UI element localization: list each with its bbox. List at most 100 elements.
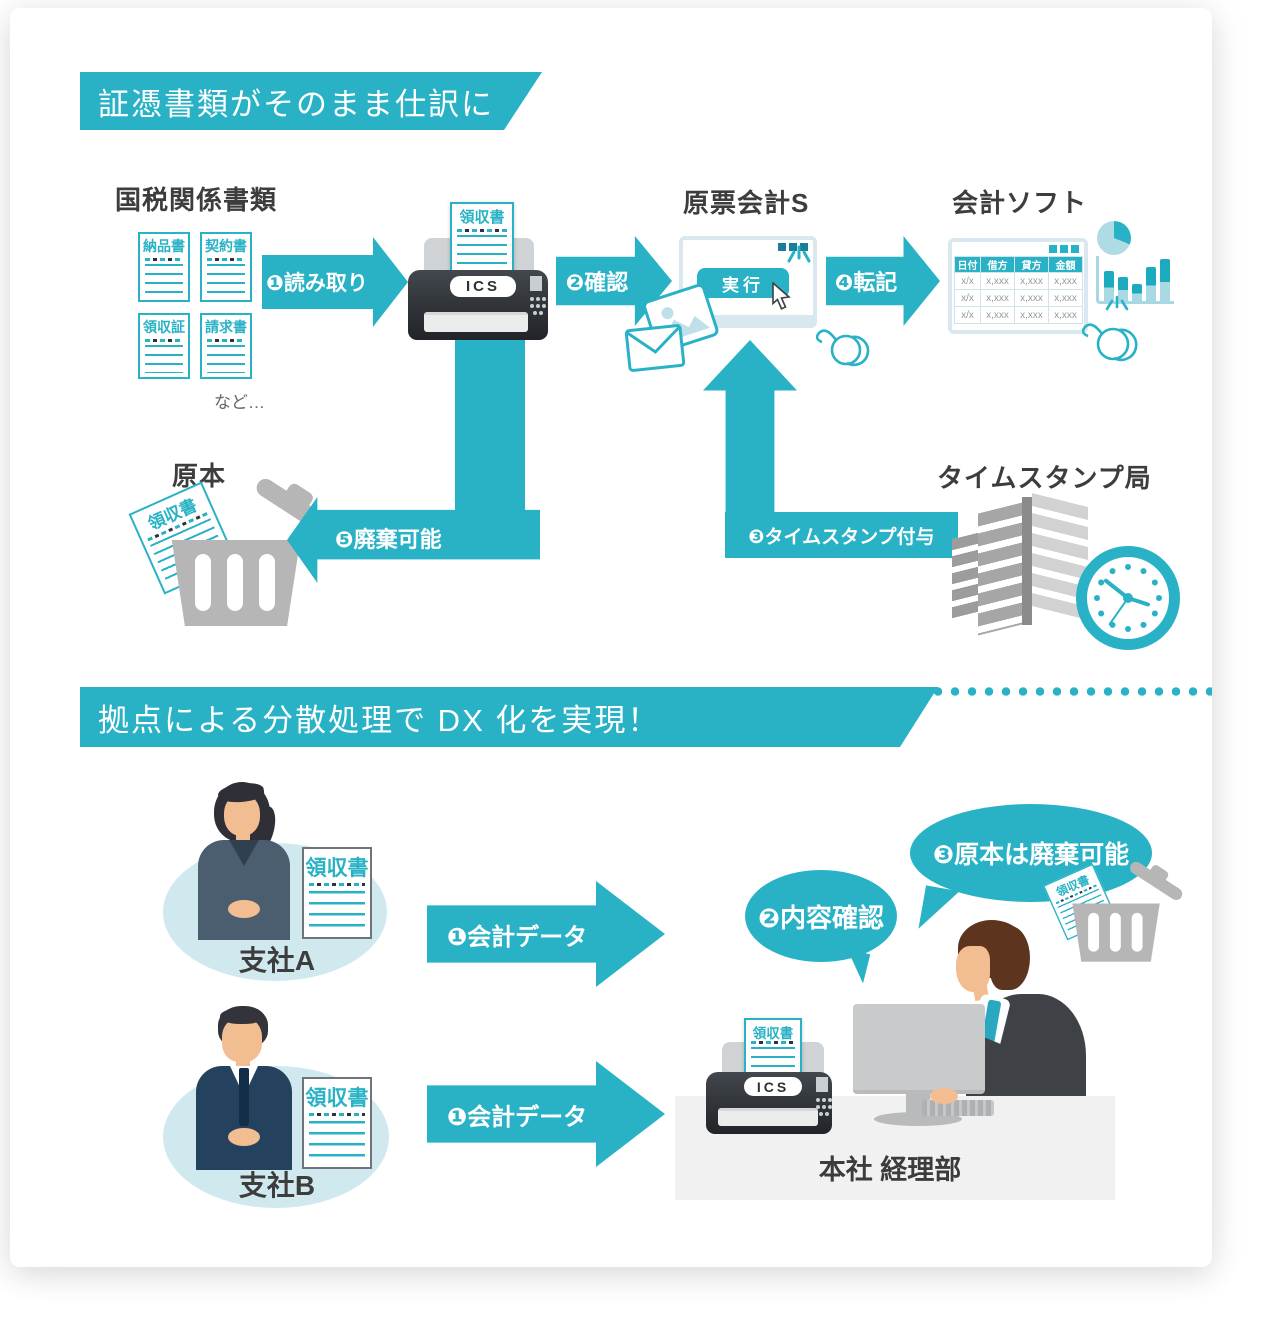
doc-card-title: 納品書	[143, 238, 185, 254]
face	[956, 946, 990, 992]
mouse-icon	[816, 329, 870, 367]
dotted-divider	[930, 686, 1212, 697]
building-icon	[952, 492, 1102, 644]
clock-icon	[1076, 546, 1180, 650]
arrow-data-b-label: ❶会計データ	[446, 1103, 588, 1131]
cell: x,xxx	[980, 272, 1015, 290]
arrow-data-a-label: ❶会計データ	[446, 923, 588, 951]
col-header-amount: 金額	[1048, 256, 1083, 273]
cell: x/x	[954, 306, 981, 324]
sparkle-icon	[787, 245, 811, 263]
bubble-discard: ❸原本は廃棄可能	[910, 804, 1152, 902]
hand	[930, 1088, 958, 1104]
bubble-check-label: ❷内容確認	[757, 902, 884, 933]
doc-card-title: 領収証	[143, 319, 185, 335]
doc-lines	[207, 345, 245, 373]
cell: x,xxx	[1014, 289, 1049, 307]
branch-b-avatar	[196, 1006, 306, 1170]
col-header-credit: 貸方	[1014, 256, 1049, 273]
software-title: 会計ソフト	[952, 188, 1088, 218]
cell: x/x	[954, 289, 981, 307]
cell: x,xxx	[1014, 272, 1049, 290]
cell: x/x	[954, 272, 981, 290]
branch-a-avatar	[196, 780, 306, 942]
bubble-discard-label: ❸原本は廃棄可能	[932, 841, 1130, 869]
doc-marker-row	[751, 1041, 795, 1044]
keyboard-icon	[922, 1100, 994, 1116]
scanner-doc-title: 領収書	[752, 1026, 794, 1041]
app-title: 原票会計S	[683, 188, 810, 218]
bubble-check: ❷内容確認	[745, 870, 897, 962]
monitor-icon	[853, 1004, 985, 1094]
face	[222, 1018, 262, 1062]
doc-marker-row	[309, 883, 365, 886]
scanner-output-slot	[424, 312, 528, 332]
section1-banner: 証憑書類がそのまま仕訳に	[80, 72, 542, 130]
cell: x,xxx	[1048, 272, 1083, 290]
branch-b-doc: 領収書	[302, 1077, 372, 1169]
arrow-read-label: ❶読み取り	[266, 272, 368, 295]
window-bottom-bar	[683, 315, 813, 324]
software-window: 日付 借方 貸方 金額 x/x x,xxx x,xxx x,xxx x/x x,…	[948, 238, 1088, 334]
scanner-doc-title: 領収書	[459, 209, 505, 226]
table-row: x/x x,xxx x,xxx x,xxx	[954, 289, 1083, 307]
timestamp-authority-title: タイムスタンプ局	[937, 463, 1152, 493]
doc-lines	[145, 264, 183, 296]
hq-label: 本社 経理部	[818, 1155, 962, 1185]
window-buttons-icon	[1049, 245, 1079, 253]
pie-chart-icon	[1097, 221, 1131, 255]
cell: x,xxx	[980, 289, 1015, 307]
table-row: x/x x,xxx x,xxx x,xxx	[954, 272, 1083, 290]
doc-marker-row	[207, 339, 245, 342]
branch-b-doc-title: 領収書	[305, 1087, 369, 1110]
doc-marker-row	[145, 258, 183, 261]
arrow-timestamp: ❸タイムスタンプ付与	[725, 512, 958, 558]
scanner-control-panel	[528, 276, 546, 324]
trash-icon-small: 領収書	[1042, 859, 1189, 963]
scanner-control-panel	[814, 1077, 832, 1121]
doc-card-receipt: 領収証	[138, 313, 190, 379]
doc-card-title: 請求書	[205, 319, 247, 335]
table-row: x/x x,xxx x,xxx x,xxx	[954, 306, 1083, 324]
doc-lines	[751, 1047, 795, 1076]
journal-table: 日付 借方 貸方 金額 x/x x,xxx x,xxx x,xxx x/x x,…	[954, 256, 1083, 324]
doc-lines	[145, 345, 183, 373]
tie	[239, 1068, 249, 1126]
doc-lines	[457, 235, 507, 269]
tax-docs-title: 国税関係書類	[115, 185, 278, 215]
section2-banner: 拠点による分散処理で DX 化を実現！	[80, 687, 938, 747]
doc-card-delivery: 納品書	[138, 232, 190, 302]
discard-connector	[455, 336, 525, 516]
cursor-icon	[772, 282, 791, 310]
bar-chart-icon	[1096, 256, 1174, 304]
sparkle-icon	[1105, 295, 1129, 311]
section2-banner-title: 拠点による分散処理で DX 化を実現！	[98, 702, 661, 738]
branch-a-doc: 領収書	[302, 847, 372, 939]
doc-marker-row	[145, 339, 183, 342]
arrow-discard-label: ❺廃棄可能	[335, 527, 442, 552]
arrow-confirm-label: ❷確認	[565, 270, 629, 295]
doc-marker-row	[457, 229, 507, 232]
scanner-brand-label: ICS	[744, 1077, 802, 1096]
col-header-debit: 借方	[980, 256, 1015, 273]
branch-a-doc-title: 領収書	[305, 857, 369, 880]
doc-card-title: 契約書	[205, 238, 247, 254]
envelope-icon	[624, 324, 686, 372]
scanner-brand-label: ICS	[450, 276, 516, 297]
doc-card-invoice: 請求書	[200, 313, 252, 379]
accountant-avatar	[938, 918, 1120, 1106]
docs-etc-label: など…	[214, 393, 265, 412]
scanner-doc: 領収書	[744, 1018, 802, 1082]
scanner-doc: 領収書	[450, 202, 514, 276]
doc-lines	[309, 1121, 365, 1161]
cell: x,xxx	[1048, 306, 1083, 324]
section1-banner-title: 証憑書類がそのまま仕訳に	[98, 86, 494, 122]
doc-marker-row	[309, 1113, 365, 1116]
hands	[228, 1128, 260, 1146]
window-buttons-icon	[778, 243, 808, 251]
doc-lines	[207, 264, 245, 296]
arrow-timestamp-label: ❸タイムスタンプ付与	[748, 526, 935, 548]
doc-card-contract: 契約書	[200, 232, 252, 302]
col-header-date: 日付	[954, 256, 981, 273]
